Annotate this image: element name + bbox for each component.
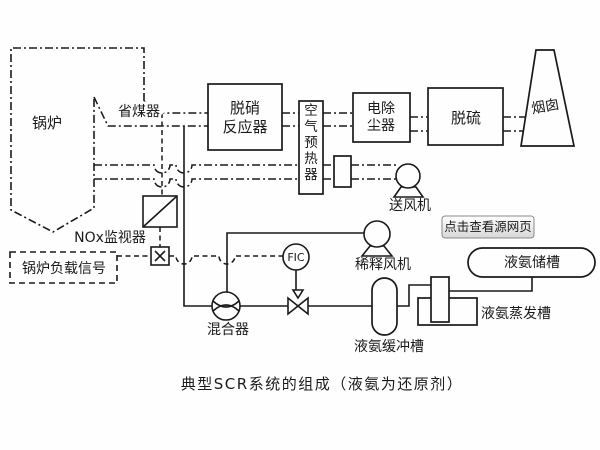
scr-reactor-box [207, 83, 283, 151]
ammonia-evaporator [417, 276, 478, 326]
dilution-fan-icon [360, 220, 394, 257]
boiler-load-signal-label: 锅炉负载信号 [22, 261, 106, 277]
fgd-label: 脱硫 [451, 109, 481, 127]
esp-box [352, 92, 411, 143]
ammonia-storage-tank [467, 247, 596, 278]
ammonia-buffer-tank [371, 277, 398, 336]
svg-text:空: 空 [304, 103, 318, 119]
dilution-air-pipe [226, 232, 364, 292]
dilution-fan-label: 稀释风机 [355, 257, 411, 273]
multiplier-x-icon [154, 250, 166, 262]
svg-text:热: 热 [304, 151, 318, 167]
scr-reactor-label-2: 反应器 [222, 118, 267, 136]
duct-esp-to-fgd [410, 116, 428, 132]
fgd-box [427, 87, 504, 146]
steam-air-heater-box [333, 155, 352, 188]
ammonia-evaporator-label: 液氨蒸发槽 [481, 306, 551, 322]
economizer-label: 省煤器 [118, 104, 160, 120]
watermark-source-label: 点击查看源网页 [444, 219, 532, 234]
duct-fgd-to-chimney [503, 116, 525, 132]
watermark-source-button[interactable]: 点击查看源网页 [441, 215, 535, 239]
diagram-title: 典型SCR系统的组成（液氨为还原剂） [181, 375, 463, 393]
esp-label-1: 电除 [367, 101, 395, 117]
supply-fan-icon [392, 163, 425, 198]
air-preheater-label: 空 气 预 热 器 [304, 103, 318, 183]
boiler-outline [10, 47, 145, 233]
mixer-label: 混合器 [207, 322, 249, 338]
storage-to-evaporator-pipe [449, 277, 533, 292]
svg-text:气: 气 [304, 119, 318, 135]
supply-fan-label: 送风机 [389, 198, 431, 214]
duct-economizer-to-reactor-bottom [93, 96, 208, 127]
nox-monitor-diagonal [142, 195, 178, 228]
ammonia-buffer-label: 液氨缓冲槽 [354, 339, 424, 355]
chimney-shape [520, 49, 576, 147]
boiler-load-signal-box [9, 251, 118, 284]
fic-controller: FIC [282, 243, 310, 271]
combustion-air-lines [94, 164, 397, 188]
buffer-to-evaporator-pipe [397, 284, 431, 307]
nox-monitor-label: NOx监视器 [74, 230, 146, 246]
duct-reactor-to-preheater [282, 112, 299, 127]
boiler-label: 锅炉 [32, 114, 62, 132]
control-signal-lines [117, 113, 283, 265]
multiplier-to-fic-line [169, 255, 283, 265]
ammonia-process-pipes [183, 126, 533, 307]
svg-text:预: 预 [304, 135, 318, 151]
svg-text:器: 器 [304, 167, 318, 183]
esp-label-2: 尘器 [367, 118, 395, 134]
control-valve-icon [287, 289, 309, 316]
fic-label: FIC [287, 251, 305, 264]
air-preheater-box [298, 100, 324, 195]
ammonia-storage-label: 液氨储槽 [504, 255, 560, 271]
scr-reactor-label-1: 脱硝 [230, 99, 260, 117]
duct-preheater-to-esp [323, 112, 353, 127]
mixer-icon [211, 291, 241, 321]
ammonia-injection-pipe [183, 126, 212, 307]
